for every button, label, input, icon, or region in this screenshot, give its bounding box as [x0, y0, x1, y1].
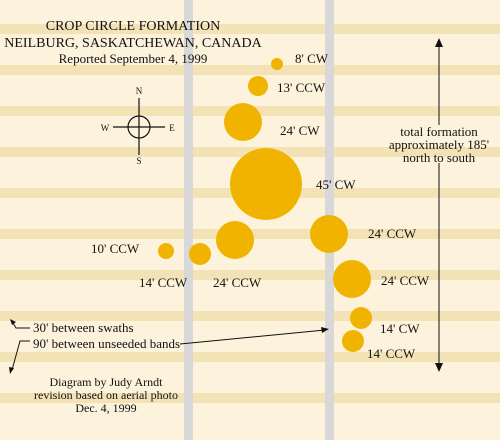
compass-w: W: [101, 123, 110, 133]
credit-line-1: Diagram by Judy Arndt: [50, 375, 164, 389]
compass-e: E: [169, 123, 175, 133]
circle-label-24-ccw-east: 24' CCW: [368, 226, 417, 241]
crop-circle-24-ccw-west: [216, 221, 254, 259]
crop-circle-13-ccw: [248, 76, 268, 96]
crop-circle-10-ccw: [158, 243, 174, 259]
circle-label-24-ccw-west: 24' CCW: [213, 275, 262, 290]
compass-s: S: [136, 156, 141, 166]
crop-circles: [158, 58, 372, 352]
crop-circle-24-ccw-east: [310, 215, 348, 253]
swath: [0, 393, 500, 403]
circle-label-24-ccw-south: 24' CCW: [381, 273, 430, 288]
swath-arrows: [11, 322, 326, 371]
total-formation-label: total formation approximately 185' north…: [389, 124, 489, 165]
swath-arrowheads: [9, 319, 329, 374]
swath-note: 30' between swaths 90' between unseeded …: [33, 320, 180, 351]
total-line-2: approximately 185': [389, 137, 489, 152]
crop-circle-14-ccw-south: [342, 330, 364, 352]
title-line-1: CROP CIRCLE FORMATION: [46, 19, 221, 34]
circle-label-8: 8' CW: [295, 51, 329, 66]
crop-circle-14-cw: [350, 307, 372, 329]
crop-circle-45-cw: [230, 148, 302, 220]
diagram-credit: Diagram by Judy Arndt revision based on …: [34, 375, 178, 415]
swath: [0, 352, 500, 362]
title-line-2: NEILBURG, SASKATCHEWAN, CANADA: [4, 36, 262, 51]
circle-label-45: 45' CW: [316, 177, 356, 192]
crop-circle-14-ccw-west: [189, 243, 211, 265]
credit-line-3: Dec. 4, 1999: [75, 401, 136, 415]
swath: [0, 24, 500, 34]
swath-line-2: 90' between unseeded bands: [33, 336, 180, 351]
total-line-1: total formation: [400, 124, 478, 139]
circle-labels: 8' CW 13' CCW 24' CW 45' CW 24' CCW 10' …: [91, 51, 430, 361]
circle-label-14-ccw-south: 14' CCW: [367, 346, 416, 361]
circle-label-24-cw: 24' CW: [280, 123, 320, 138]
swath: [0, 65, 500, 75]
crop-circle-24-cw: [224, 103, 262, 141]
total-span-arrow: [435, 38, 443, 372]
compass-n: N: [136, 86, 143, 96]
swath: [0, 311, 500, 321]
crop-circle-8-cw: [271, 58, 283, 70]
circle-label-14-cw: 14' CW: [380, 321, 420, 336]
swath-line-1: 30' between swaths: [33, 320, 134, 335]
circle-label-14-ccw-west: 14' CCW: [139, 275, 188, 290]
title-line-3: Reported September 4, 1999: [59, 51, 208, 66]
diagram-title: CROP CIRCLE FORMATION NEILBURG, SASKATCH…: [4, 19, 262, 66]
compass-rose-icon: [113, 98, 165, 155]
credit-line-2: revision based on aerial photo: [34, 388, 178, 402]
circle-label-10: 10' CCW: [91, 241, 140, 256]
swath: [0, 270, 500, 280]
crop-circle-24-ccw-south: [333, 260, 371, 298]
total-line-3: north to south: [403, 150, 476, 165]
circle-label-13: 13' CCW: [277, 80, 326, 95]
unseeded-band-left: [184, 0, 193, 440]
